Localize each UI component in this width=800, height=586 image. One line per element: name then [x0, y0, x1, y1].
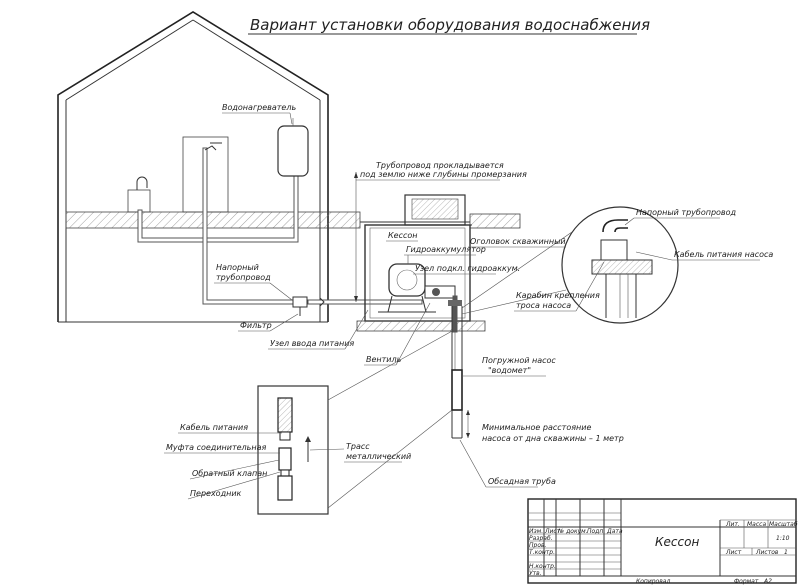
stamp-sheets-value: 1 [784, 549, 788, 556]
stamp-sign-label: Подп. [587, 528, 605, 535]
stamp-name: Кессон [655, 535, 699, 549]
label-hydro-node: Узел подкл. гидроаккум. [415, 264, 520, 273]
label-min-dist-line2: насоса от дна скважины – 1 метр [482, 434, 624, 443]
label-carabiner-line1: Карабин крепления [516, 291, 600, 300]
stamp-sheet-col: Лист [544, 528, 561, 535]
detail-well-head [561, 206, 679, 324]
label-coupling: Муфта соединительная [166, 443, 267, 452]
label-pipeline-line2: под землю ниже глубины промерзания [360, 170, 527, 179]
label-detail-pressure: Напорный трубопровод [636, 208, 737, 217]
label-valve: Вентиль [366, 355, 402, 364]
stamp-format-value: A2 [763, 578, 772, 585]
label-carabiner-line2: троса насоса [516, 301, 571, 310]
label-pipeline-line1: Трубопровод прокладывается [376, 161, 504, 170]
ground-band [65, 211, 521, 229]
label-check-valve: Обратный клапан [192, 469, 267, 478]
filter [292, 296, 308, 316]
interior-plumbing [127, 136, 313, 305]
stamp-mass-label: Масса [747, 521, 766, 528]
label-pressure-line1: Напорный [216, 263, 259, 272]
stamp-format-label: Формат [734, 578, 759, 585]
label-rope-line1: Трасс [346, 442, 370, 451]
stamp-lit-label: Лит. [725, 521, 740, 528]
stamp-change-label: Изм. [529, 528, 543, 535]
hydroaccumulator [378, 263, 456, 313]
label-pressure-line2: трубопровод [216, 273, 271, 282]
label-casing: Обсадная труба [488, 477, 556, 486]
stamp-scale-label: Масштаб [769, 521, 798, 528]
stamp-sheet-label: Лист [725, 549, 742, 556]
stamp-checked: Пров. [529, 542, 547, 549]
label-min-dist-line1: Минимальное расстояние [482, 423, 591, 432]
stamp-ncontrol: Н.контр. [529, 563, 556, 570]
label-filter: Фильтр [240, 321, 272, 330]
stamp-doc-label: № докум. [557, 528, 588, 535]
label-detail-cable: Кабель питания насоса [674, 250, 773, 259]
label-pump-line2: "водомет" [488, 366, 531, 375]
stamp-copied: Копировал [636, 578, 670, 585]
stamp-scale-value: 1:10 [776, 535, 790, 542]
stamp-approved: Утв. [529, 570, 542, 577]
stamp-tcontrol: Т.контр. [529, 549, 555, 556]
label-water-heater: Водонагреватель [222, 103, 296, 112]
caisson [356, 194, 486, 332]
well [448, 295, 470, 439]
label-cable: Кабель питания [180, 423, 248, 432]
label-well-head: Оголовок скважинный [470, 237, 566, 246]
label-hydroaccumulator: Гидроаккумулятор [406, 245, 486, 254]
label-rope-line2: металлический [346, 452, 411, 461]
house [57, 11, 329, 323]
label-pump-line1: Погружной насос [482, 356, 556, 365]
diagram-title: Вариант установки оборудования водоснабж… [250, 16, 650, 34]
title-block [527, 498, 797, 584]
stamp-developed: Разраб. [529, 535, 553, 542]
label-power-node: Узел ввода питания [270, 339, 354, 348]
label-caisson: Кессон [388, 231, 418, 240]
stamp-date-label: Дата [606, 528, 623, 535]
label-adapter: Переходник [190, 489, 242, 498]
water-heater [277, 118, 309, 177]
stamp-sheets-label: Листов [755, 549, 779, 556]
